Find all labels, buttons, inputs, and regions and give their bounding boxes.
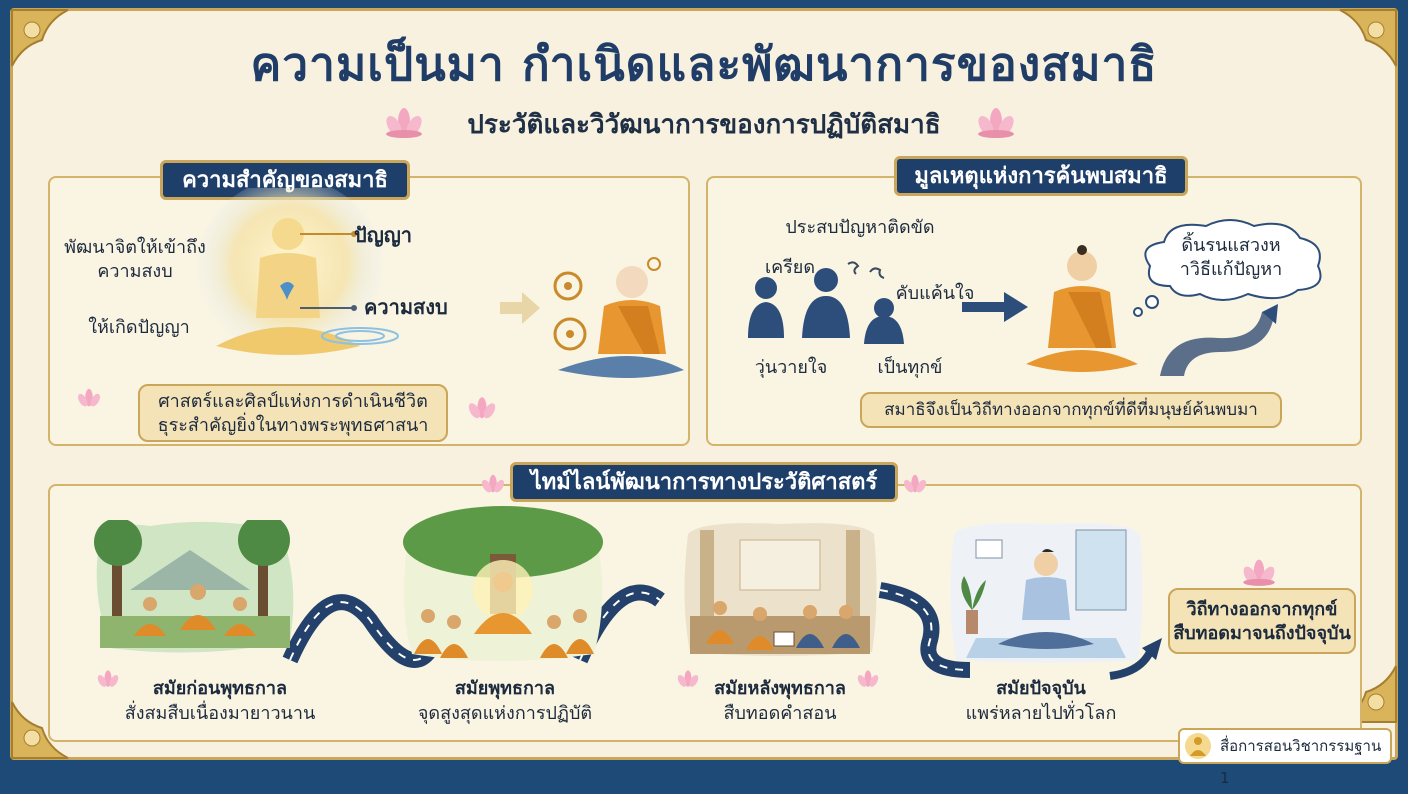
anger-label: คับแค้นใจ [895, 283, 975, 304]
origin-caption: สมาธิจึงเป็นวิถีทางออกจากทุกข์ที่ดีที่มน… [860, 392, 1282, 428]
era-desc: แพร่หลายไปทั่วโลก [965, 703, 1117, 724]
distressed-people-icon [748, 261, 904, 344]
caption-line1: ศาสตร์และศิลป์แห่งการดำเนินชีวิต [158, 391, 428, 412]
era-desc: สั่งสมสืบเนื่องมายาวนาน [124, 703, 316, 724]
page-title: ความเป็นมา กำเนิดและพัฒนาการของสมาธิ [250, 37, 1158, 91]
thought-label: ดิ้นรนแสวงห าวิธีแก้ปัญหา [1179, 235, 1283, 280]
wisdom-arise-label: ให้เกิดปัญญา [88, 317, 190, 338]
era-desc: สืบทอดคำสอน [723, 703, 837, 724]
monastery-study-scene-icon [684, 523, 877, 656]
lotus-icon [1243, 559, 1275, 586]
forest-meditation-scene-icon [94, 520, 294, 653]
lotus-icon [857, 670, 879, 687]
importance-caption: ศาสตร์และศิลป์แห่งการดำเนินชีวิต ธุระสำค… [138, 384, 448, 442]
page-subtitle: ประวัติและวิวัฒนาการของการปฏิบัติสมาธิ [467, 110, 941, 140]
arrow-right-icon [500, 292, 540, 324]
timeline-banner: ไทม์ไลน์พัฒนาการทางประวัติศาสตร์ [510, 462, 898, 502]
problem-label: ประสบปัญหาติดขัด [785, 217, 935, 238]
origin-banner: มูลเหตุแห่งการค้นพบสมาธิ [894, 156, 1188, 196]
lotus-icon [386, 108, 422, 138]
era-title: สมัยพุทธกาล [454, 678, 556, 699]
thought-bubble-icon [1133, 219, 1322, 317]
arrow-right-icon [962, 292, 1028, 322]
glowing-meditator-icon [195, 188, 399, 368]
era-title: สมัยปัจจุบัน [996, 678, 1086, 699]
lotus-icon [482, 474, 504, 493]
corner-ornament-icon [1339, 9, 1397, 67]
road-path-icon [1160, 304, 1278, 376]
corner-ornament-icon [11, 701, 69, 759]
era-title: สมัยก่อนพุทธกาล [152, 678, 288, 699]
buddha-emblem-icon [1185, 733, 1211, 759]
monk-meditating-icon [553, 257, 684, 378]
corner-ornament-icon [1339, 665, 1397, 723]
timeline-conclusion: วิถีทางออกจากทุกข์ สืบทอดมาจนถึงปัจจุบัน [1168, 588, 1356, 654]
lotus-icon [78, 388, 100, 407]
lotus-icon [677, 670, 699, 687]
lotus-icon [904, 474, 926, 493]
modern-meditation-scene-icon [950, 523, 1143, 663]
pointer-lines-icon [300, 231, 357, 311]
caption-line2: ธุระสำคัญยิ่งในทางพระพุทธศาสนา [157, 415, 429, 436]
worry-label: วุ่นวายใจ [754, 357, 828, 378]
wisdom-label: ปัญญา [354, 223, 413, 247]
bodhi-tree-scene-icon [403, 506, 603, 661]
develop-mind-label: พัฒนาจิตให้เข้าถึง ความสงบ [64, 237, 206, 282]
lotus-icon [978, 108, 1014, 138]
lotus-icon [468, 397, 496, 419]
corner-ornament-icon [11, 9, 69, 67]
footer-label: สื่อการสอนวิชากรรมฐาน 1 [1220, 737, 1382, 787]
suffer-label: เป็นทุกข์ [877, 357, 943, 378]
stress-label: เครียด [764, 257, 816, 278]
peace-label: ความสงบ [364, 295, 448, 319]
era-title: สมัยหลังพุทธกาล [714, 678, 846, 699]
buddha-seated-icon [1026, 245, 1138, 372]
lotus-icon [97, 670, 119, 687]
era-desc: จุดสูงสุดแห่งการปฏิบัติ [417, 703, 593, 724]
